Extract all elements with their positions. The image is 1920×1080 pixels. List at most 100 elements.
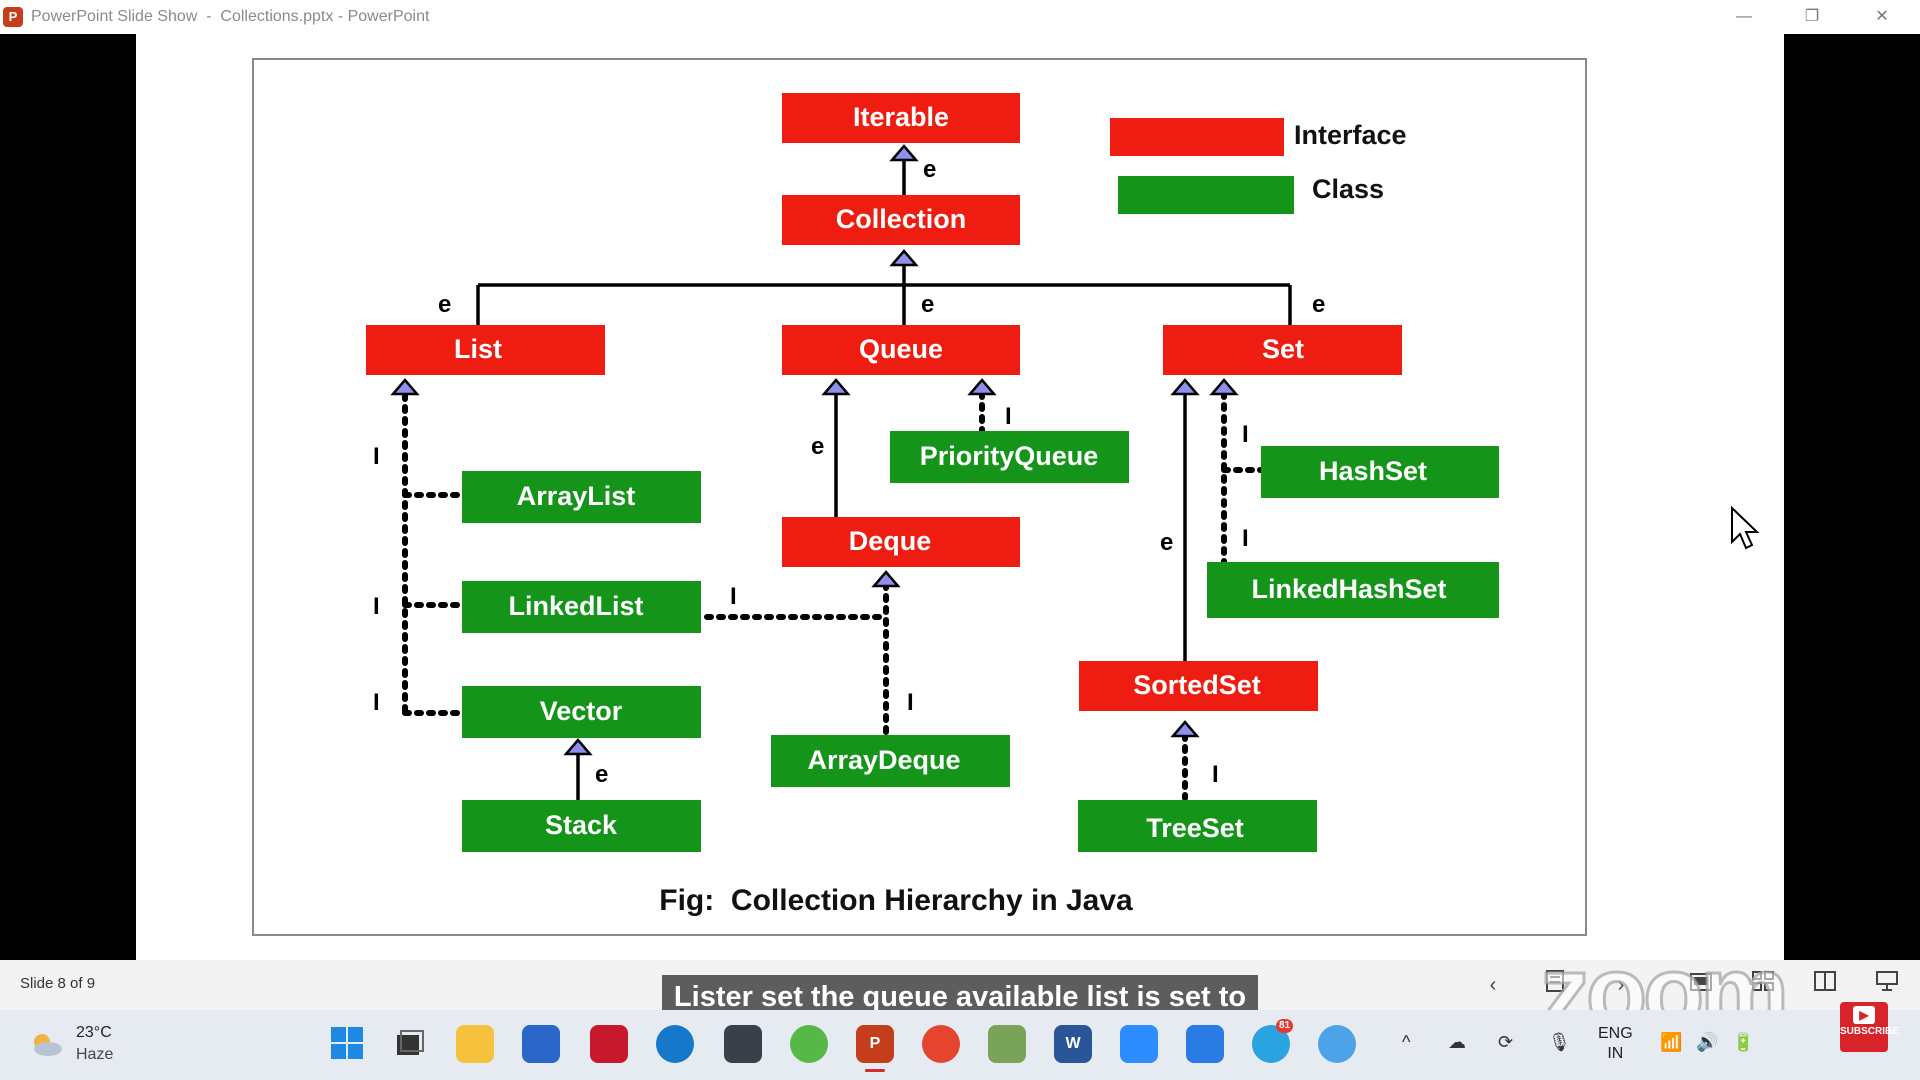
minimize-button[interactable]: —	[1736, 8, 1752, 25]
subscribe-badge[interactable]: ▶ SUBSCRIBE	[1840, 1002, 1899, 1052]
notepad-icon[interactable]	[988, 1025, 1026, 1063]
figure-caption: Fig: Collection Hierarchy in Java	[659, 884, 1133, 917]
edge-label-implements: I	[730, 583, 737, 610]
svg-text:LinkedHashSet: LinkedHashSet	[1251, 574, 1446, 604]
onedrive-icon[interactable]: ☁	[1448, 1032, 1466, 1052]
node-sortedset: SortedSet	[1079, 661, 1318, 711]
mouse-cursor-icon	[1730, 505, 1760, 555]
node-deque: Deque	[782, 517, 1020, 567]
node-linkedhashset: LinkedHashSet	[1207, 562, 1499, 618]
svg-text:LinkedList: LinkedList	[508, 591, 643, 621]
show-hidden-icons-icon[interactable]: ^	[1402, 1032, 1411, 1052]
snip-icon[interactable]	[724, 1025, 762, 1063]
next-slide-button[interactable]: ›	[1617, 974, 1625, 996]
slide-sorter-icon[interactable]	[1748, 970, 1778, 1000]
weather-app-icon[interactable]	[1318, 1025, 1356, 1063]
slide-counter: Slide 8 of 9	[20, 975, 96, 992]
haze-weather-icon	[34, 1034, 62, 1056]
feather-icon[interactable]	[790, 1025, 828, 1063]
battery-icon[interactable]: 🔋	[1732, 1032, 1755, 1052]
edge-label-extends: e	[921, 291, 934, 318]
edge-label-implements: I	[1212, 761, 1219, 788]
edge-labels: e e e e e e e I I I I I I I I I	[373, 156, 1325, 788]
svg-text:Queue: Queue	[859, 334, 943, 364]
node-stack: Stack	[462, 800, 701, 852]
play-icon: ▶	[1853, 1006, 1875, 1024]
edge-label-extends: e	[811, 433, 824, 460]
edge-label-implements: I	[373, 689, 380, 716]
previous-slide-button[interactable]: ‹	[1489, 974, 1497, 996]
restore-button[interactable]: ❐	[1804, 8, 1820, 25]
word-icon[interactable]: W	[1054, 1025, 1092, 1063]
slideshow-icon[interactable]	[1872, 970, 1902, 1000]
edge-label-extends: e	[438, 291, 451, 318]
node-set: Set	[1163, 325, 1402, 375]
node-queue: Queue	[782, 325, 1020, 375]
wifi-icon[interactable]: 📶	[1660, 1032, 1683, 1052]
notes-icon[interactable]	[1186, 1025, 1224, 1063]
close-button[interactable]: ✕	[1875, 8, 1889, 25]
mcafee-icon[interactable]	[590, 1025, 628, 1063]
slide-content-frame	[252, 58, 1587, 936]
node-list: List	[366, 325, 605, 375]
edge-label-implements: I	[1242, 421, 1249, 448]
sync-icon[interactable]: ⟳	[1498, 1032, 1514, 1052]
node-treeset: TreeSet	[1078, 800, 1317, 852]
edge-label-extends: e	[595, 761, 608, 788]
svg-text:Vector: Vector	[540, 696, 623, 726]
node-linkedlist: LinkedList	[462, 581, 701, 633]
node-arraylist: ArrayList	[462, 471, 701, 523]
zoom-icon[interactable]	[1120, 1025, 1158, 1063]
svg-text:Stack: Stack	[545, 810, 618, 840]
svg-text:ArrayDeque: ArrayDeque	[807, 745, 960, 775]
notes-icon[interactable]	[1540, 970, 1570, 1000]
node-vector: Vector	[462, 686, 701, 738]
start-icon[interactable]	[328, 1025, 366, 1063]
language-region: IN	[1607, 1045, 1624, 1062]
language-code: ENG	[1598, 1025, 1633, 1042]
svg-text:List: List	[454, 334, 502, 364]
svg-text:ArrayList: ArrayList	[517, 481, 636, 511]
notification-badge: 81	[1276, 1019, 1294, 1033]
node-collection: Collection	[782, 195, 1020, 245]
svg-text:Deque: Deque	[849, 526, 932, 556]
weather-temperature: 23°C	[76, 1024, 112, 1041]
window-title: PowerPoint Slide Show - Collections.pptx…	[31, 8, 430, 25]
store-icon[interactable]	[522, 1025, 560, 1063]
powerpoint-icon[interactable]: P	[856, 1025, 894, 1072]
edge-label-implements: I	[373, 593, 380, 620]
legend-interface-label: Interface	[1294, 120, 1407, 150]
normal-view-icon[interactable]	[1686, 970, 1716, 1000]
microphone-icon[interactable]: 🎙	[1548, 1032, 1571, 1052]
svg-text:Collection: Collection	[836, 204, 967, 234]
svg-text:Iterable: Iterable	[853, 102, 949, 132]
legend-class-swatch	[1118, 176, 1294, 214]
svg-text:TreeSet: TreeSet	[1146, 813, 1244, 843]
language-indicator[interactable]: ENG IN	[1598, 1024, 1633, 1064]
reading-view-icon[interactable]	[1810, 970, 1840, 1000]
telegram-icon[interactable]: 81	[1252, 1019, 1294, 1063]
window-titlebar: P PowerPoint Slide Show - Collections.pp…	[0, 0, 1920, 34]
weather-condition: Haze	[76, 1046, 114, 1063]
volume-icon[interactable]: 🔊	[1696, 1032, 1719, 1052]
edge-label-extends: e	[1312, 291, 1325, 318]
taskview-icon[interactable]	[390, 1025, 428, 1063]
node-iterable: Iterable	[782, 93, 1020, 143]
edge-label-extends: e	[1160, 529, 1173, 556]
file-explorer-icon[interactable]	[456, 1025, 494, 1063]
svg-text:HashSet: HashSet	[1319, 456, 1427, 486]
node-priorityqueue: PriorityQueue	[890, 431, 1129, 483]
edge-label-implements: I	[1005, 403, 1012, 430]
edge-label-implements: I	[373, 443, 380, 470]
subscribe-label: SUBSCRIBE	[1840, 1026, 1899, 1037]
edge-label-extends: e	[923, 156, 936, 183]
svg-text:SortedSet: SortedSet	[1133, 670, 1261, 700]
svg-text:Set: Set	[1262, 334, 1304, 364]
edge-icon[interactable]	[656, 1025, 694, 1063]
edge-label-implements: I	[907, 689, 914, 716]
chrome-icon[interactable]	[922, 1025, 960, 1063]
legend-class-label: Class	[1312, 174, 1384, 204]
powerpoint-app-icon: P	[3, 7, 23, 27]
collection-hierarchy-diagram: e e e e e e e I I I I I I I I I Iterable…	[366, 93, 1499, 917]
windows-taskbar: 23°C Haze P W 81 ^ ☁ ⟳ 🎙 ENG IN 📶 🔊 🔋	[0, 1010, 1920, 1080]
